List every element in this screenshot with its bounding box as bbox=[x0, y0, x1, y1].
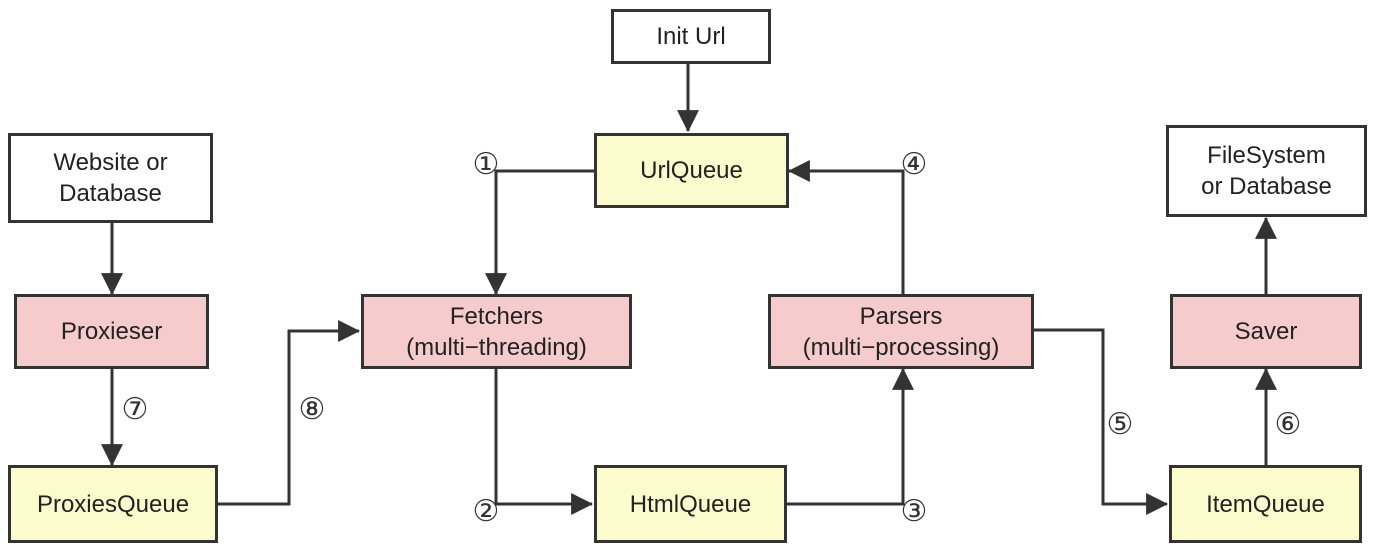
website-database-node: Website or Database bbox=[8, 133, 213, 223]
website-database-label-line1: Website or bbox=[53, 149, 168, 176]
init-url-node: Init Url bbox=[611, 9, 771, 64]
parsers-label-line1: Parsers bbox=[859, 302, 943, 330]
saver-label: Saver bbox=[1234, 318, 1298, 345]
proxies-queue-label: ProxiesQueue bbox=[36, 490, 190, 518]
fetchers-label-line1: Fetchers bbox=[449, 302, 544, 330]
saver-node: Saver bbox=[1170, 294, 1362, 369]
edge-htmlqueue-to-parsers bbox=[787, 367, 914, 506]
step-2-marker: ② bbox=[472, 494, 500, 529]
filesystem-database-label-line1: FileSystem bbox=[1207, 142, 1326, 169]
step-3-marker: ③ bbox=[900, 494, 928, 529]
step-7-marker: ⑦ bbox=[121, 392, 149, 427]
fetchers-label-line2: (multi−threading) bbox=[406, 333, 587, 361]
item-queue-label: ItemQueue bbox=[1206, 490, 1325, 518]
step-6-marker: ⑥ bbox=[1274, 407, 1302, 442]
url-queue-node: UrlQueue bbox=[594, 133, 789, 208]
edge-urlqueue-to-fetchers bbox=[485, 169, 594, 296]
step-1-marker: ① bbox=[472, 147, 500, 182]
parsers-node: Parsers (multi−processing) bbox=[768, 294, 1034, 369]
init-url-label: Init Url bbox=[656, 23, 726, 50]
step-4-marker: ④ bbox=[900, 147, 928, 182]
html-queue-node: HtmlQueue bbox=[594, 465, 787, 543]
parsers-label-line2: (multi−processing) bbox=[802, 333, 1000, 361]
edge-proxiesqueue-to-fetchers bbox=[218, 320, 361, 506]
filesystem-database-label-line2: or Database bbox=[1201, 173, 1332, 200]
edge-parsers-to-urlqueue bbox=[787, 160, 905, 294]
website-database-label-line2: Database bbox=[59, 180, 162, 207]
html-queue-label: HtmlQueue bbox=[629, 490, 752, 518]
proxieser-node: Proxieser bbox=[14, 294, 209, 369]
edge-fetchers-to-htmlqueue bbox=[494, 368, 594, 515]
fetchers-node: Fetchers (multi−threading) bbox=[361, 294, 632, 369]
item-queue-node: ItemQueue bbox=[1169, 465, 1362, 543]
proxieser-label: Proxieser bbox=[60, 318, 163, 345]
proxies-queue-node: ProxiesQueue bbox=[8, 465, 218, 543]
edge-parsers-to-itemqueue bbox=[1034, 328, 1169, 515]
step-5-marker: ⑤ bbox=[1106, 407, 1134, 442]
url-queue-label: UrlQueue bbox=[640, 157, 743, 184]
filesystem-database-node: FileSystem or Database bbox=[1166, 125, 1367, 217]
step-8-marker: ⑧ bbox=[298, 392, 326, 427]
